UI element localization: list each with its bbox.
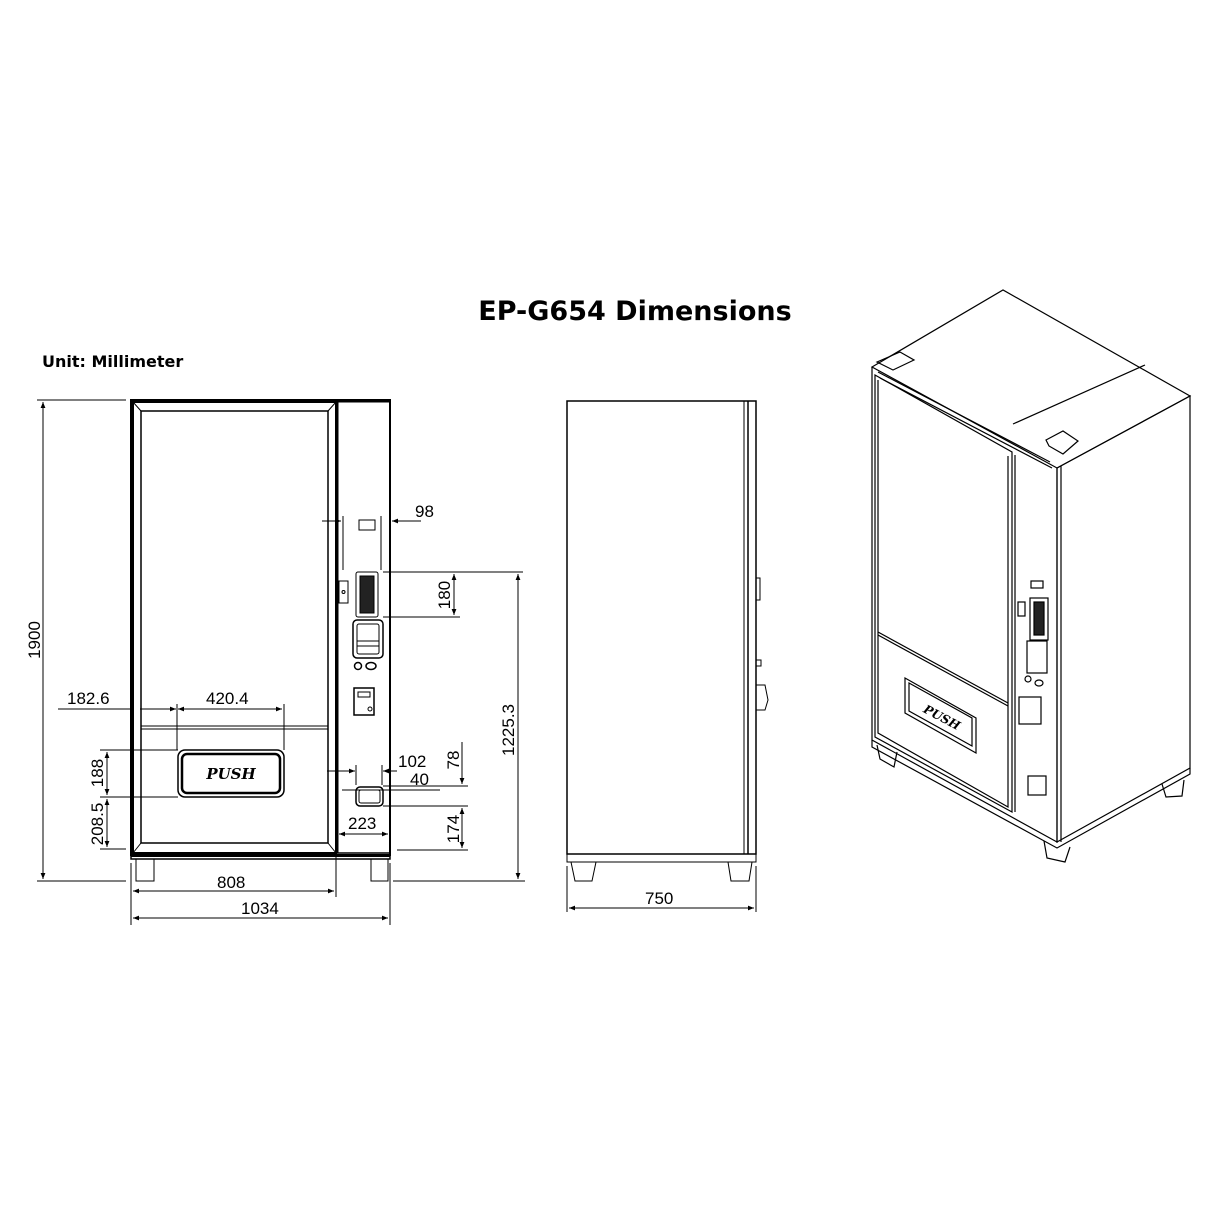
dim-width-total: 1034 (241, 899, 279, 918)
front-view-dimension-lines (37, 399, 525, 925)
dim-panel-bottom-width: 223 (348, 814, 376, 833)
dim-keypad-height: 180 (435, 581, 454, 609)
dim-height-total: 1900 (25, 621, 44, 659)
dim-coin-return-top: 78 (444, 751, 463, 770)
dim-push-left-offset: 182.6 (67, 689, 110, 708)
isometric-view: PUSH (870, 289, 1192, 863)
dim-push-height: 188 (88, 759, 107, 787)
dim-depth: 750 (645, 889, 673, 908)
dim-coin-return-inner: 40 (410, 770, 429, 789)
unit-label: Unit: Millimeter (42, 352, 184, 371)
page-title: EP-G654 Dimensions (478, 296, 792, 327)
push-label: PUSH (205, 765, 256, 783)
dim-panel-width: 98 (415, 502, 434, 521)
dim-push-bottom-offset: 208.5 (88, 803, 107, 846)
dim-push-width: 420.4 (206, 689, 249, 708)
dim-coin-return-bottom: 174 (444, 815, 463, 843)
iso-push-label: PUSH (920, 702, 963, 734)
dim-coin-return-width: 102 (398, 752, 426, 771)
front-view (130, 399, 391, 882)
side-view (566, 400, 769, 912)
dim-keypad-top-height: 1225.3 (499, 704, 518, 756)
dim-door-width: 808 (217, 873, 245, 892)
